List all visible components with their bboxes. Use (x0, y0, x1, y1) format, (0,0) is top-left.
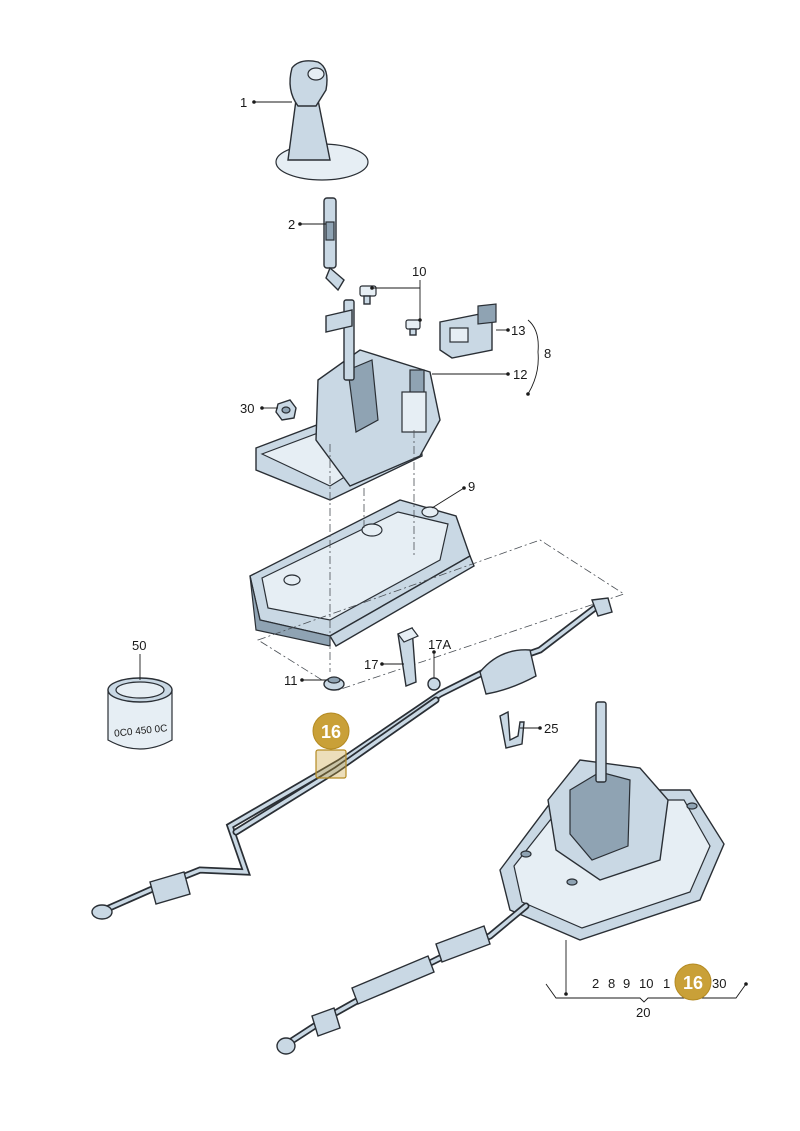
nut-part-30[interactable] (275, 399, 297, 421)
leader-dots (252, 100, 748, 996)
ref-10[interactable]: 10 (639, 976, 653, 991)
leader-lines (139, 101, 747, 1003)
ref-8[interactable]: 8 (608, 976, 615, 991)
can-part-50[interactable]: 0C0 450 0C (107, 677, 173, 750)
callout-17a[interactable]: 17A (428, 637, 451, 652)
shift-rod-part-2[interactable] (323, 197, 345, 292)
callout-17[interactable]: 17 (364, 657, 378, 672)
highlight-marker-upper[interactable]: 16 (312, 712, 350, 779)
shifter-assembly-part-20[interactable] (499, 701, 725, 941)
callout-labels: 1 2 10 13 8 12 30 9 50 17 17A 11 25 20 (132, 95, 650, 1020)
callout-10[interactable]: 10 (412, 264, 426, 279)
badge-lower-text: 16 (683, 973, 703, 993)
lower-housing-part-9[interactable] (249, 499, 475, 647)
callout-8[interactable]: 8 (544, 346, 551, 361)
clip-part-25[interactable] (499, 710, 525, 749)
clip-part-10[interactable] (359, 285, 421, 336)
bracket-part-17[interactable] (397, 626, 419, 687)
shifter-housing-upper[interactable] (255, 299, 441, 501)
highlight-marker-lower[interactable]: 16 (674, 963, 712, 1001)
connector-part-13[interactable] (439, 303, 497, 359)
bushing-part-17a[interactable] (427, 677, 441, 691)
callout-11[interactable]: 11 (284, 673, 298, 688)
callout-9[interactable]: 9 (468, 479, 475, 494)
callout-2[interactable]: 2 (288, 217, 295, 232)
callout-25[interactable]: 25 (544, 721, 558, 736)
grommet-part-11[interactable] (323, 676, 345, 691)
ref-2[interactable]: 2 (592, 976, 599, 991)
callout-50[interactable]: 50 (132, 638, 146, 653)
callout-1[interactable]: 1 (240, 95, 247, 110)
ref-1[interactable]: 1 (663, 976, 670, 991)
badge-upper-text: 16 (321, 722, 341, 742)
callout-20[interactable]: 20 (636, 1005, 650, 1020)
ref-9[interactable]: 9 (623, 976, 630, 991)
callout-30[interactable]: 30 (240, 401, 254, 416)
callout-13[interactable]: 13 (511, 323, 525, 338)
gear-knob-part-1[interactable] (275, 60, 369, 181)
shift-cable-upper[interactable] (91, 597, 613, 920)
shift-cable-lower[interactable] (276, 902, 530, 1055)
bottom-reference-list: 2 8 9 10 1 30 (592, 976, 726, 991)
ref-30[interactable]: 30 (712, 976, 726, 991)
alignment-dashed-frame (257, 430, 625, 691)
callout-12[interactable]: 12 (513, 367, 527, 382)
